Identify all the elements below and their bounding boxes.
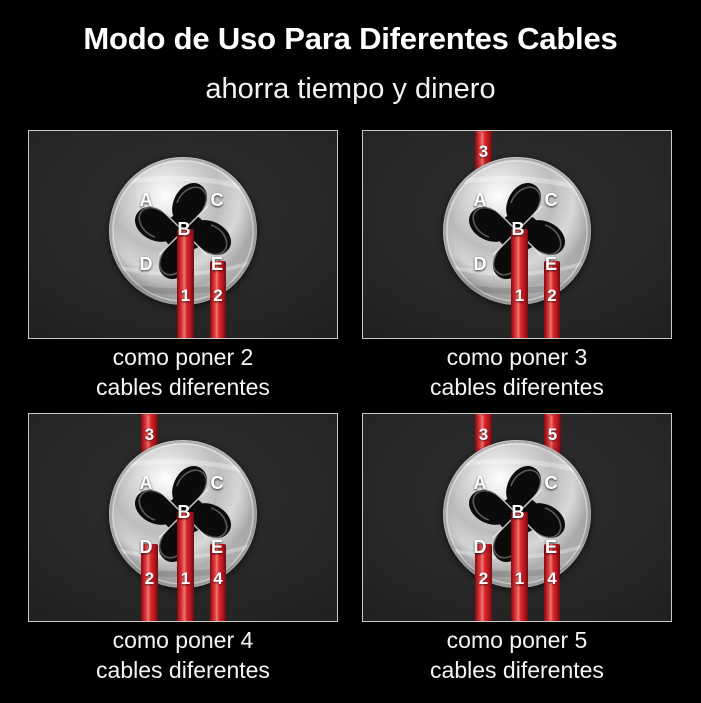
caption-line-2: cables diferentes xyxy=(430,374,604,400)
cable-1-slot-b: 1 xyxy=(511,229,528,339)
cable-number-label: 1 xyxy=(514,286,525,305)
lobe-label-b: B xyxy=(177,219,191,239)
lobe-label-b: B xyxy=(511,502,525,522)
cable-number-label: 1 xyxy=(514,569,525,588)
cable-number-label: 5 xyxy=(547,425,558,444)
caption-line-1: como poner 4 xyxy=(112,627,254,653)
lobe-label-c: C xyxy=(544,190,558,210)
lobe-label-d: D xyxy=(473,537,487,557)
cable-end-cap xyxy=(475,621,492,622)
cable-number-label: 4 xyxy=(213,569,223,588)
panel-image: 3 xyxy=(28,413,338,622)
page-title: Modo de Uso Para Diferentes Cables xyxy=(83,21,618,56)
lobe-label-a: A xyxy=(139,473,153,493)
lobe-label-b: B xyxy=(511,219,525,239)
cable-number-label: 1 xyxy=(180,569,191,588)
header: Modo de Uso Para Diferentes Cables ahorr… xyxy=(0,0,701,130)
lobe-label-b: B xyxy=(177,502,191,522)
panel-caption: como poner 3 cables diferentes xyxy=(362,342,672,402)
panel-scene: 3 xyxy=(29,414,337,621)
lobe-label-e: E xyxy=(210,537,223,557)
cable-end-cap xyxy=(511,338,528,339)
lobe-label-d: D xyxy=(139,254,153,274)
cable-end-cap xyxy=(141,621,158,622)
cable-end-cap xyxy=(544,414,561,416)
cable-number-label: 2 xyxy=(213,286,223,305)
lobe-label-d: D xyxy=(473,254,487,274)
caption-line-2: cables diferentes xyxy=(430,657,604,683)
caption-line-1: como poner 5 xyxy=(446,627,588,653)
cable-4-slot-e: 4 xyxy=(210,544,226,622)
cable-end-cap xyxy=(511,621,528,622)
panel-3-cables: 3 xyxy=(362,130,674,410)
cable-1-slot-b: 1 xyxy=(177,229,194,339)
cable-number-label: 2 xyxy=(144,569,155,588)
caption-line-1: como poner 2 xyxy=(112,344,254,370)
cable-1-slot-b: 1 xyxy=(177,512,194,622)
cable-number-label: 2 xyxy=(547,286,557,305)
cable-4-slot-e: 4 xyxy=(544,544,560,622)
panel-caption: como poner 2 cables diferentes xyxy=(28,342,338,402)
lobe-label-a: A xyxy=(473,473,487,493)
cable-1-slot-b: 1 xyxy=(511,512,528,622)
lobe-label-a: A xyxy=(139,190,153,210)
cable-end-cap xyxy=(141,414,158,416)
cable-number-label: 2 xyxy=(478,569,489,588)
lobe-label-c: C xyxy=(210,473,224,493)
caption-line-1: como poner 3 xyxy=(446,344,588,370)
cable-end-cap xyxy=(544,621,560,622)
cable-end-cap xyxy=(177,621,194,622)
cable-2-slot-d: 2 xyxy=(141,544,158,622)
panel-image: 3 xyxy=(362,130,672,339)
cable-2-slot-e: 2 xyxy=(544,261,560,339)
panel-caption: como poner 4 cables diferentes xyxy=(28,625,338,685)
cable-end-cap xyxy=(544,338,560,339)
cable-2-slot-e: 2 xyxy=(210,261,226,339)
cable-end-cap xyxy=(177,338,194,339)
cable-number-label: 3 xyxy=(144,425,155,444)
cable-end-cap xyxy=(210,338,226,339)
panel-4-cables: 3 xyxy=(28,413,340,693)
cable-end-cap xyxy=(210,621,226,622)
cable-end-cap xyxy=(475,414,492,416)
cable-number-label: 3 xyxy=(478,142,489,161)
cable-number-label: 1 xyxy=(180,286,191,305)
panel-scene: 3 xyxy=(363,131,671,338)
cable-end-cap xyxy=(475,131,492,133)
cable-number-label: 4 xyxy=(547,569,557,588)
caption-line-2: cables diferentes xyxy=(96,374,270,400)
lobe-label-a: A xyxy=(473,190,487,210)
panel-caption: como poner 5 cables diferentes xyxy=(362,625,672,685)
caption-line-2: cables diferentes xyxy=(96,657,270,683)
lobe-label-c: C xyxy=(544,473,558,493)
cable-number-label: 3 xyxy=(478,425,489,444)
lobe-label-d: D xyxy=(139,537,153,557)
lobe-label-e: E xyxy=(210,254,223,274)
page-subtitle: ahorra tiempo y dinero xyxy=(205,73,496,105)
lobe-label-e: E xyxy=(544,254,557,274)
cable-2-slot-d: 2 xyxy=(475,544,492,622)
lobe-label-c: C xyxy=(210,190,224,210)
lobe-label-e: E xyxy=(544,537,557,557)
